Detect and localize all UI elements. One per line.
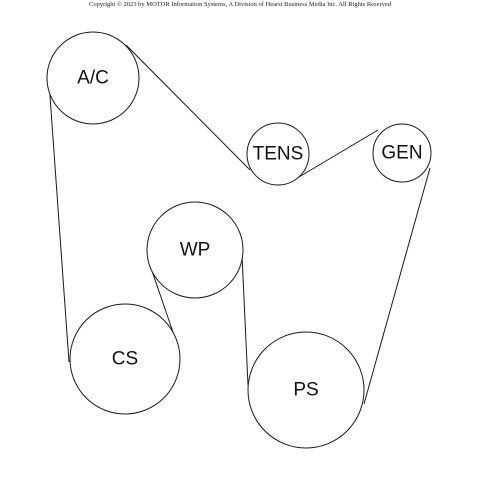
copyright-notice: Copyright © 2023 by MOTOR Information Sy… bbox=[89, 1, 391, 8]
pulley-ps: PS bbox=[247, 331, 365, 449]
pulley-gen-circle bbox=[372, 123, 432, 183]
pulley-ps-circle bbox=[247, 331, 365, 449]
pulley-ac: A/C bbox=[46, 31, 140, 125]
belt-segment-tens-gen bbox=[298, 129, 379, 178]
pulley-wp: WP bbox=[146, 201, 244, 299]
pulley-tens: TENS bbox=[246, 122, 310, 186]
pulley-gen-label: GEN bbox=[381, 143, 422, 164]
belt-segment-cs-ac bbox=[48, 81, 70, 363]
belt-segment-ps-wp bbox=[241, 254, 249, 386]
pulley-cs: CS bbox=[69, 303, 181, 415]
pulley-gen: GEN bbox=[372, 123, 432, 183]
pulley-ac-label: A/C bbox=[77, 68, 109, 89]
serpentine-belt bbox=[48, 44, 431, 405]
pulley-wp-label: WP bbox=[180, 240, 211, 261]
pulley-cs-label: CS bbox=[112, 349, 138, 370]
belt-segment-gen-ps bbox=[363, 167, 431, 405]
pulley-tens-circle bbox=[246, 122, 310, 186]
pulley-ac-circle bbox=[46, 31, 140, 125]
pulley-cs-circle bbox=[69, 303, 181, 415]
pulley-wp-circle bbox=[146, 201, 244, 299]
pulley-ps-label: PS bbox=[293, 380, 318, 401]
pulley-tens-label: TENS bbox=[253, 144, 304, 165]
belt-segment-ac-tens bbox=[125, 44, 251, 171]
belt-segment-wp-cs bbox=[149, 264, 177, 342]
